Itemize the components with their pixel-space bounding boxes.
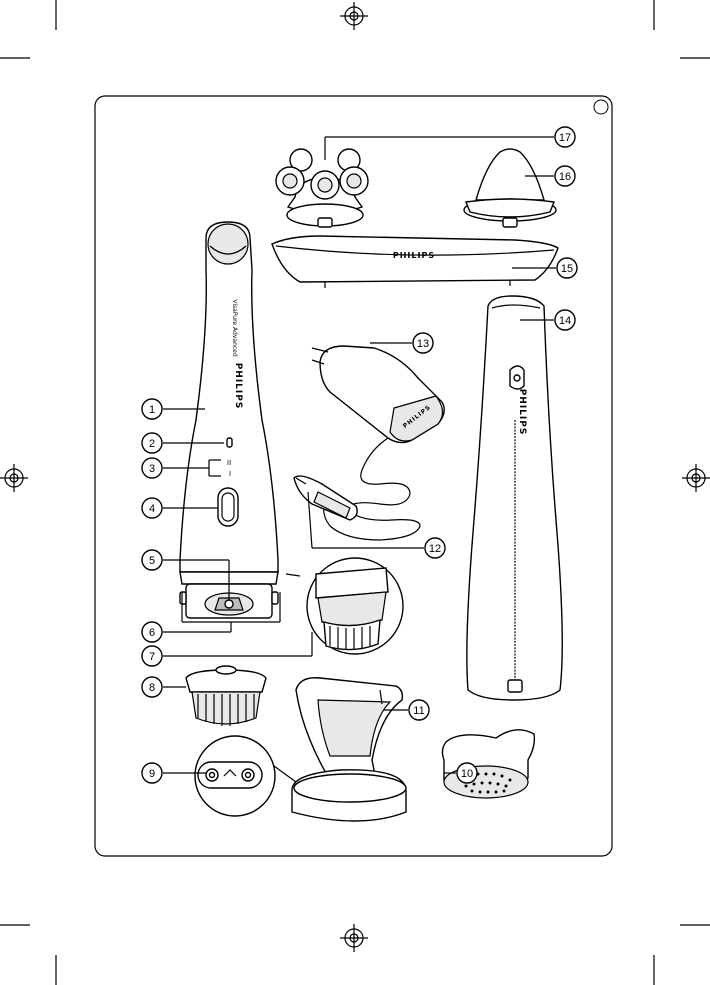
brush-attached-detail [286,558,403,654]
svg-text:15: 15 [561,263,573,275]
stand-logo: PHILIPS [393,251,435,260]
storage-stand [292,678,406,821]
socket-detail [195,736,296,816]
speed-high-indicator: II [227,459,231,467]
callout-14: 14 [555,310,575,330]
callout-7: 7 [142,646,162,666]
svg-text:9: 9 [149,768,155,780]
callout-10: 10 [457,763,477,783]
pouch-logo: PHILIPS [517,389,527,436]
callout-2: 2 [142,433,162,453]
speed-low-indicator: I [229,470,231,478]
svg-text:16: 16 [559,171,571,183]
svg-text:7: 7 [149,651,155,663]
massage-attachment [276,149,368,227]
panel-tag-circle [594,100,608,114]
callout-3: 3 [142,458,162,478]
svg-text:12: 12 [429,543,441,555]
callout-15: 15 [557,258,577,278]
svg-text:14: 14 [559,315,571,327]
svg-text:13: 13 [417,338,429,350]
device-logo: PHILIPS [233,363,243,410]
travel-pouch: PHILIPS [467,296,562,700]
appliance-plug [294,476,357,520]
callout-11: 11 [409,700,429,720]
device-model-name: VisaPure Advanced [231,299,238,357]
callout-16: 16 [555,166,575,186]
callout-13: 13 [413,333,433,353]
exfoliation-cup [442,730,534,798]
registration-mark-right [682,464,710,492]
callout-12: 12 [425,538,445,558]
callout-6: 6 [142,622,162,642]
svg-text:17: 17 [559,132,571,144]
svg-text:8: 8 [149,682,155,694]
svg-text:5: 5 [149,555,155,567]
registration-mark-bottom [340,924,368,952]
callout-9: 9 [142,763,162,783]
svg-text:2: 2 [149,438,155,450]
charging-stand: PHILIPS [272,236,558,288]
brush-head [186,666,266,726]
registration-mark-top [340,2,368,30]
svg-text:11: 11 [413,705,424,717]
callout-17: 17 [555,127,575,147]
svg-text:3: 3 [149,463,155,475]
callout-5: 5 [142,550,162,570]
svg-text:4: 4 [149,503,155,515]
svg-text:10: 10 [461,768,473,780]
svg-text:1: 1 [149,404,155,416]
charging-light [227,438,232,447]
smoothing-attachment [464,149,556,227]
callout-4: 4 [142,498,162,518]
callout-8: 8 [142,677,162,697]
device-handle: PHILIPS VisaPure Advanced II I [180,222,278,618]
svg-text:6: 6 [149,627,155,639]
on-off-button [218,488,238,526]
registration-mark-left [0,464,28,492]
callout-1: 1 [142,399,162,419]
